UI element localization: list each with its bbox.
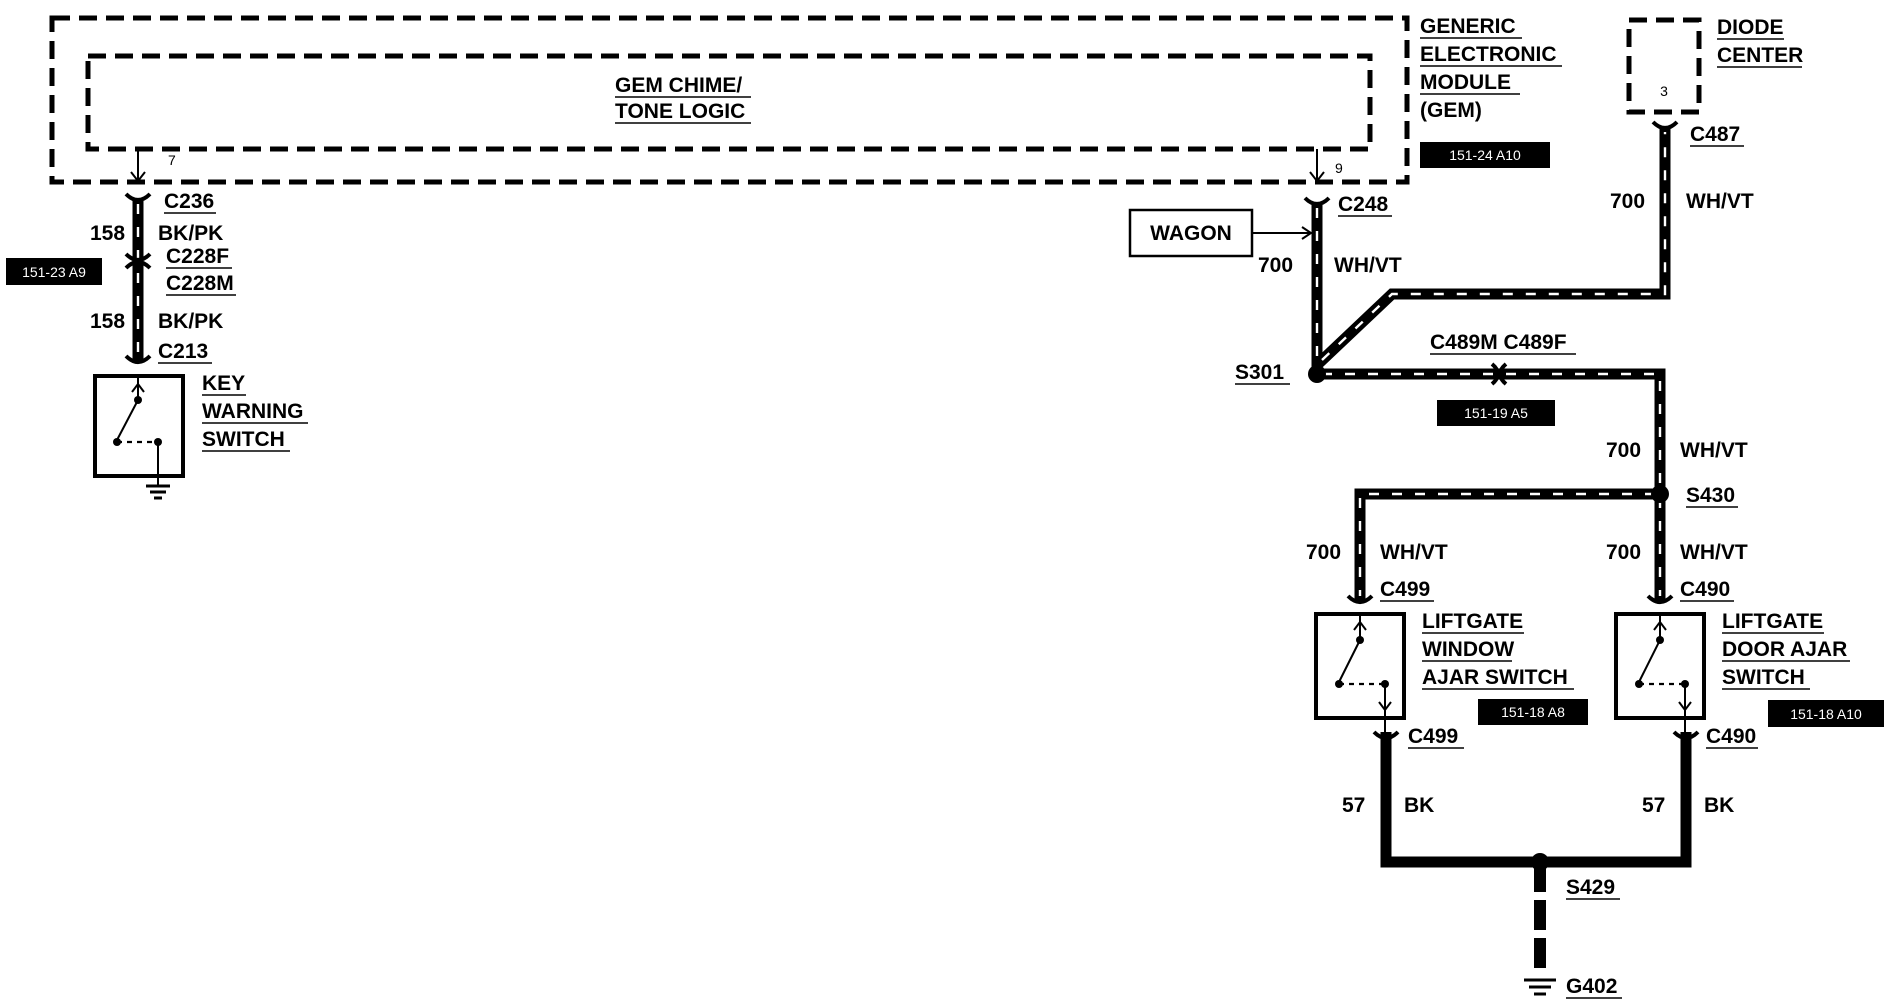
whvt-e: WH/VT bbox=[1680, 541, 1748, 564]
window-switch-3: AJAR SWITCH bbox=[1422, 666, 1568, 689]
gem-inner-line1: GEM CHIME/ bbox=[615, 74, 742, 97]
ref-151-18-a10-text: 151-18 A10 bbox=[1790, 706, 1862, 722]
s430-label: S430 bbox=[1686, 484, 1735, 507]
s301-label: S301 bbox=[1235, 361, 1284, 384]
gem-ref-text: 151-24 A10 bbox=[1449, 147, 1521, 163]
window-switch-1: LIFTGATE bbox=[1422, 610, 1523, 633]
c489-label: C489M C489F bbox=[1430, 331, 1567, 354]
liftgate-wiring bbox=[1303, 120, 1700, 996]
whvt-c: WH/VT bbox=[1680, 439, 1748, 462]
wire-700-a: 700 bbox=[1258, 254, 1293, 277]
c248-label: C248 bbox=[1338, 193, 1389, 216]
ref-151-18-a10-box bbox=[1768, 700, 1884, 727]
c490-bot-label: C490 bbox=[1706, 725, 1756, 748]
wire-700-c: 700 bbox=[1606, 439, 1641, 462]
wagon-label: WAGON bbox=[1150, 222, 1232, 245]
gem-inner-line2: TONE LOGIC bbox=[615, 100, 745, 123]
diode-title-1: DIODE bbox=[1717, 16, 1784, 39]
gem-pin-9: 9 bbox=[1335, 160, 1343, 176]
bkpk-upper: BK/PK bbox=[158, 222, 223, 245]
s429-label: S429 bbox=[1566, 876, 1615, 899]
gem-pin-7: 7 bbox=[168, 152, 176, 168]
key-switch-3: SWITCH bbox=[202, 428, 285, 451]
wire-700-b: 700 bbox=[1610, 190, 1645, 213]
wire-57-b: 57 bbox=[1642, 794, 1665, 817]
gem-title-4: (GEM) bbox=[1420, 99, 1482, 122]
key-switch-ground-icon bbox=[146, 484, 170, 500]
key-switch-1: KEY bbox=[202, 372, 245, 395]
diode-title-2: CENTER bbox=[1717, 44, 1803, 67]
g402-label: G402 bbox=[1566, 975, 1617, 998]
wagon-box: WAGON bbox=[1128, 208, 1313, 258]
ref-151-23-text: 151-23 A9 bbox=[22, 264, 86, 280]
wire-700-e: 700 bbox=[1606, 541, 1641, 564]
gem-outer-box bbox=[49, 15, 1410, 185]
whvt-d: WH/VT bbox=[1380, 541, 1448, 564]
wire-700-d: 700 bbox=[1306, 541, 1341, 564]
c213-label: C213 bbox=[158, 340, 208, 363]
c499-top-label: C499 bbox=[1380, 578, 1430, 601]
key-switch-2: WARNING bbox=[202, 400, 304, 423]
gem-title-1: GENERIC bbox=[1420, 15, 1516, 38]
key-warning-circuit: C236 158 BK/PK C228F C228M 151-23 A9 158… bbox=[6, 190, 308, 500]
c228m-label: C228M bbox=[166, 272, 234, 295]
s429-splice bbox=[1531, 853, 1549, 871]
c487-label: C487 bbox=[1690, 123, 1740, 146]
liftgate-window-ajar-switch: LIFTGATE WINDOW AJAR SWITCH 151-18 A8 bbox=[1314, 610, 1588, 732]
bkpk-lower: BK/PK bbox=[158, 310, 223, 333]
wire-57-a: 57 bbox=[1342, 794, 1365, 817]
s301-splice bbox=[1308, 365, 1326, 383]
whvt-a: WH/VT bbox=[1334, 254, 1402, 277]
whvt-b: WH/VT bbox=[1686, 190, 1754, 213]
bk-a: BK bbox=[1404, 794, 1434, 817]
door-switch-2: DOOR AJAR bbox=[1722, 638, 1847, 661]
ref-151-19-box bbox=[1437, 400, 1555, 426]
gem-title-3: MODULE bbox=[1420, 71, 1511, 94]
c228f-label: C228F bbox=[166, 245, 229, 268]
gem-module: GEM CHIME/ TONE LOGIC GENERIC ELECTRONIC… bbox=[49, 15, 1562, 185]
c499-bot-label: C499 bbox=[1408, 725, 1458, 748]
wire-158-lower: 158 bbox=[90, 310, 125, 333]
ref-151-23-box bbox=[6, 258, 102, 285]
diode-pin-3: 3 bbox=[1660, 83, 1668, 99]
s430-splice bbox=[1651, 485, 1669, 503]
door-switch-3: SWITCH bbox=[1722, 666, 1805, 689]
window-switch-2: WINDOW bbox=[1422, 638, 1514, 661]
liftgate-door-ajar-switch: LIFTGATE DOOR AJAR SWITCH 151-18 A10 bbox=[1614, 610, 1884, 732]
wire-158-upper: 158 bbox=[90, 222, 125, 245]
gem-inner-box bbox=[85, 53, 1373, 152]
gem-ref-box bbox=[1420, 142, 1550, 168]
bk-b: BK bbox=[1704, 794, 1734, 817]
ref-151-18-a8-box bbox=[1478, 699, 1588, 725]
g402-ground-icon bbox=[1524, 978, 1556, 996]
ref-151-19-text: 151-19 A5 bbox=[1464, 405, 1528, 421]
diode-center: 3 DIODE CENTER bbox=[1626, 16, 1803, 115]
gem-title-2: ELECTRONIC bbox=[1420, 43, 1557, 66]
diode-box bbox=[1626, 17, 1702, 115]
door-switch-1: LIFTGATE bbox=[1722, 610, 1823, 633]
ref-151-18-a8-text: 151-18 A8 bbox=[1501, 704, 1565, 720]
c236-label: C236 bbox=[164, 190, 214, 213]
right-labels: C248 700 WH/VT C487 700 WH/VT S301 C489M… bbox=[1235, 123, 1758, 999]
c490-top-label: C490 bbox=[1680, 578, 1730, 601]
